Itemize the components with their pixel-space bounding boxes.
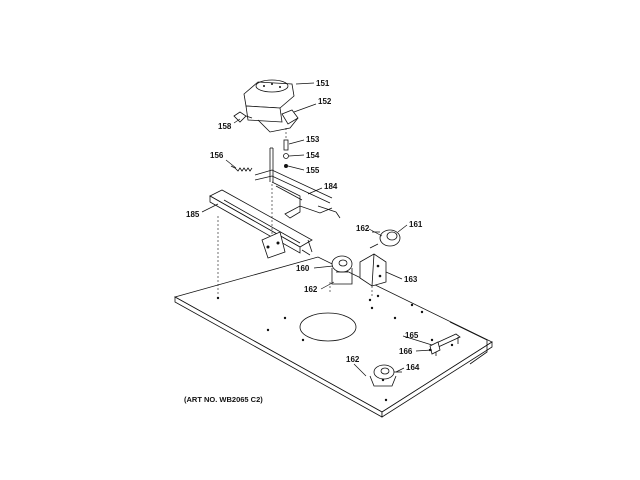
spring — [230, 165, 253, 172]
label-158: 158 — [218, 122, 232, 131]
label-154: 154 — [306, 151, 320, 160]
actuator-linkage — [254, 147, 341, 219]
label-152: 152 — [318, 97, 332, 106]
art-number-label: (ART NO. WB2065 C2) — [184, 395, 263, 404]
screw-holes — [216, 294, 454, 402]
center-opening — [299, 312, 357, 342]
label-184: 184 — [324, 182, 338, 191]
label-162-middle: 162 — [304, 285, 318, 294]
label-160: 160 — [296, 264, 310, 273]
part-labels: 151 152 158 153 154 155 156 184 185 162 … — [186, 79, 423, 372]
thermostat-160 — [331, 255, 353, 285]
thermostat-161 — [369, 229, 401, 249]
label-153: 153 — [306, 135, 320, 144]
alignment-lines — [217, 128, 373, 296]
label-162-bottom: 162 — [346, 355, 360, 364]
label-165: 165 — [405, 331, 419, 340]
thermostat-164 — [369, 364, 402, 387]
bracket-165 — [429, 333, 461, 356]
label-163: 163 — [404, 275, 418, 284]
label-161: 161 — [409, 220, 423, 229]
bracket-rail — [209, 189, 313, 259]
label-166: 166 — [399, 347, 413, 356]
base-panel — [173, 256, 493, 418]
bracket-163 — [359, 253, 387, 287]
motor-assembly — [243, 79, 299, 133]
fastener-stack — [283, 139, 289, 168]
label-156: 156 — [210, 151, 224, 160]
label-162-top: 162 — [356, 224, 370, 233]
label-151: 151 — [316, 79, 330, 88]
label-185: 185 — [186, 210, 200, 219]
leader-lines — [201, 82, 433, 377]
label-155: 155 — [306, 166, 320, 175]
label-164: 164 — [406, 363, 420, 372]
